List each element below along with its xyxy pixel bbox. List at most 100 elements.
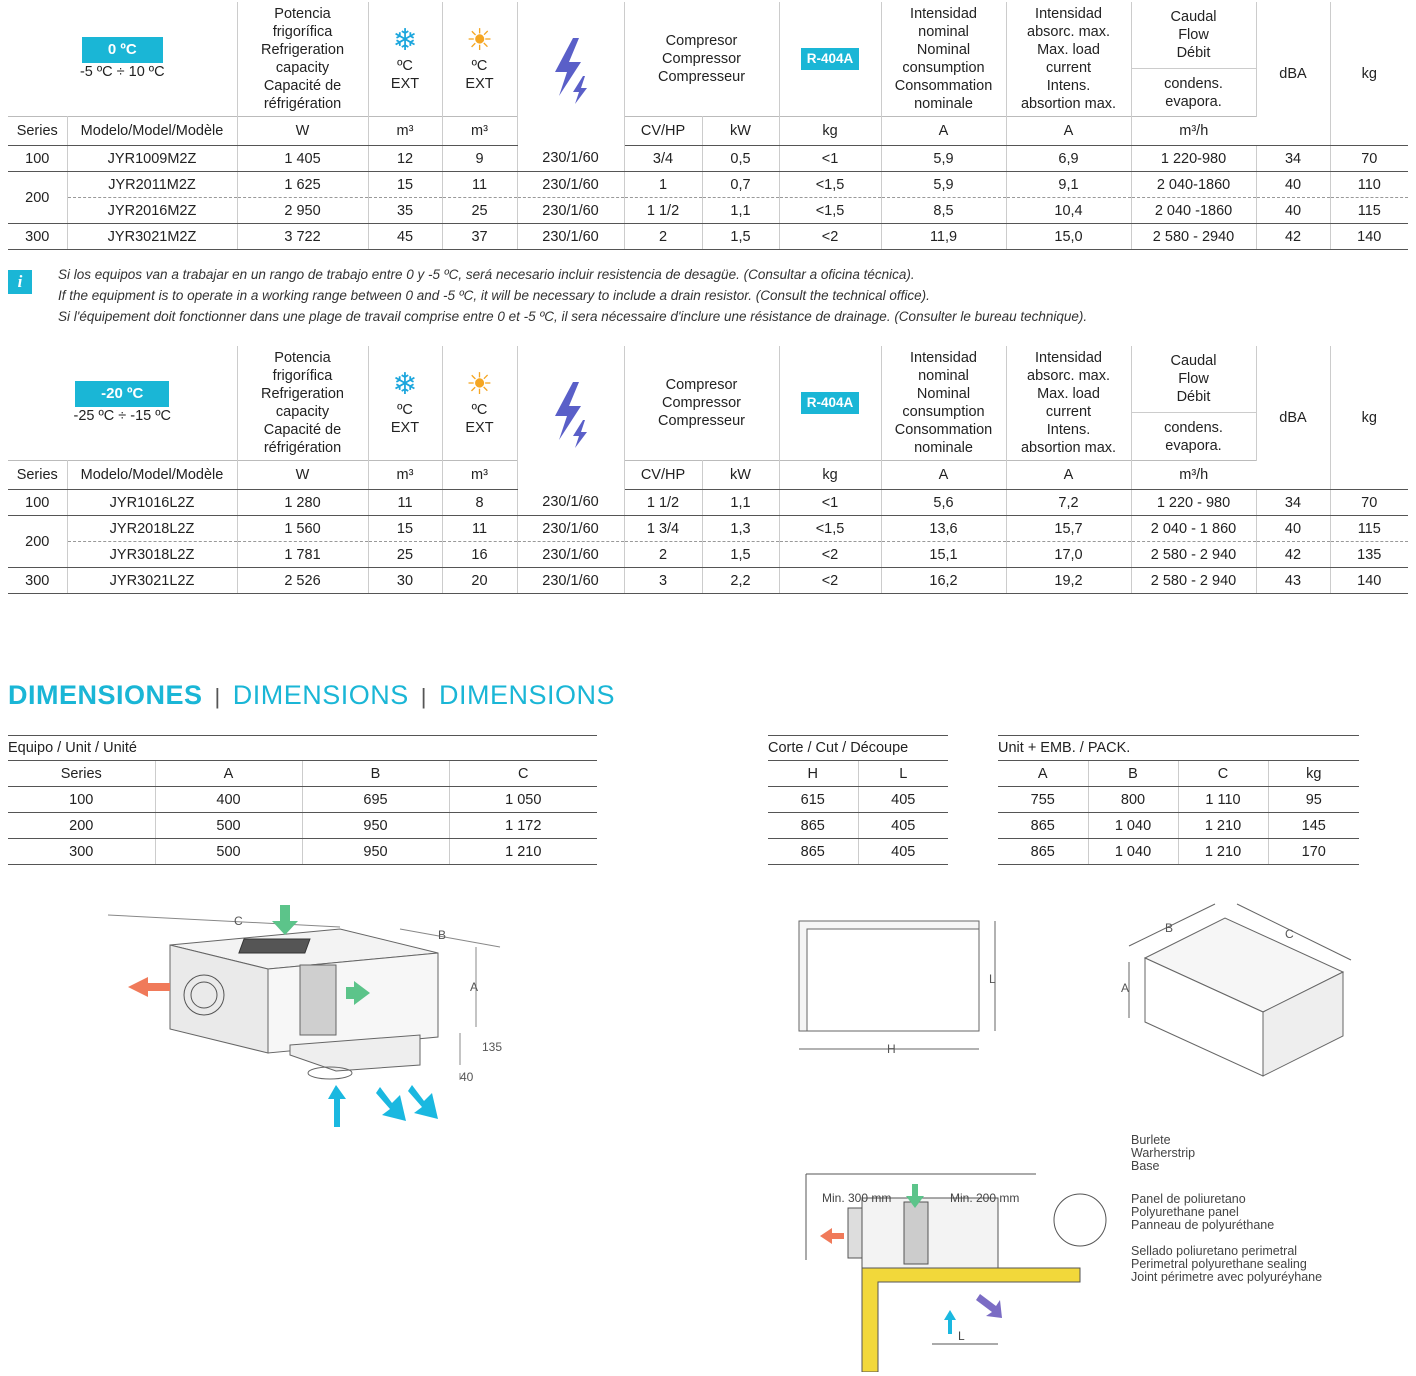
unit-w: W: [237, 116, 369, 146]
pack-caption: Unit + EMB. / PACK.: [998, 735, 1360, 761]
temp-range: -25 ºC ÷ -15 ºC: [73, 408, 172, 424]
unit-a: A: [881, 460, 1007, 490]
info-note: i Si los equipos van a trabajar en un ra…: [8, 264, 1408, 327]
info-icon: i: [8, 270, 32, 294]
label-l: L: [989, 972, 996, 986]
lightning-icon: [554, 382, 587, 449]
note-en: If the equipment is to operate in a work…: [58, 288, 930, 303]
unit-a: A: [881, 116, 1007, 146]
label-l: L: [958, 1329, 965, 1343]
sun-icon: ☀: [466, 368, 493, 401]
cutout-drawing: H L: [798, 920, 996, 1056]
lightning-icon: [554, 38, 587, 105]
refrigerant-header: R-404A: [779, 2, 882, 117]
label-c: C: [234, 914, 243, 928]
unit-flow: m³/h: [1131, 460, 1256, 490]
unit-m3: m³: [442, 460, 518, 490]
unit-drawing: C B A 135 40: [107, 905, 502, 1127]
model-header: Modelo/Model/Modèle: [67, 460, 238, 490]
label-a: A: [1121, 981, 1129, 995]
unit-kg: kg: [779, 116, 882, 146]
label-b: B: [438, 928, 446, 942]
unit-a: A: [1006, 460, 1132, 490]
snowflake-icon: ❄: [392, 24, 418, 57]
min300-label: Min. 300 mm: [822, 1191, 891, 1205]
voltage-header: [517, 2, 625, 146]
series-header: Series: [8, 116, 68, 146]
kg-header: kg: [1330, 2, 1409, 146]
label-135: 135: [482, 1040, 502, 1054]
model-header: Modelo/Model/Modèle: [67, 116, 238, 146]
unit-cv: CV/HP: [624, 460, 703, 490]
unit-m3: m³: [368, 460, 443, 490]
kg-header: kg: [1330, 346, 1408, 490]
unit-kw: kW: [702, 460, 780, 490]
note-fr: Si l'équipement doit fonctionner dans un…: [58, 309, 1088, 324]
unit-cv: CV/HP: [624, 116, 703, 146]
package-drawing: B C A: [1121, 903, 1352, 1077]
unit-kg: kg: [779, 460, 882, 490]
temp-badge: 0 ºC: [81, 37, 163, 63]
temp-cell: 0 ºC -5 ºC ÷ 10 ºC: [8, 2, 238, 117]
temp-range: -5 ºC ÷ 10 ºC: [79, 64, 165, 80]
series-header: Series: [8, 460, 68, 490]
label-h: H: [887, 1042, 896, 1056]
temp-cell: -20 ºC -25 ºC ÷ -15 ºC: [8, 346, 238, 461]
refrigerant-badge: R-404A: [800, 392, 860, 414]
voltage-header: [517, 346, 625, 490]
unit-m3: m³: [442, 116, 518, 146]
unit-kw: kW: [702, 116, 780, 146]
refrigerant-badge: R-404A: [800, 48, 860, 70]
unit-m3: m³: [368, 116, 443, 146]
dimensions-title: DIMENSIONES|DIMENSIONS|DIMENSIONS: [8, 680, 616, 710]
sun-icon: ☀: [466, 24, 493, 57]
label-b: B: [1165, 921, 1173, 935]
min200-label: Min. 200 mm: [950, 1191, 1019, 1205]
unit-a: A: [1006, 116, 1132, 146]
equipo-caption: Equipo / Unit / Unité: [8, 735, 598, 761]
unit-flow: m³/h: [1131, 116, 1257, 146]
dba-header: dBA: [1256, 2, 1331, 146]
temp-badge: -20 ºC: [75, 381, 170, 407]
dba-header: dBA: [1256, 346, 1331, 490]
label-40: 40: [460, 1070, 474, 1084]
label-a: A: [470, 980, 478, 994]
